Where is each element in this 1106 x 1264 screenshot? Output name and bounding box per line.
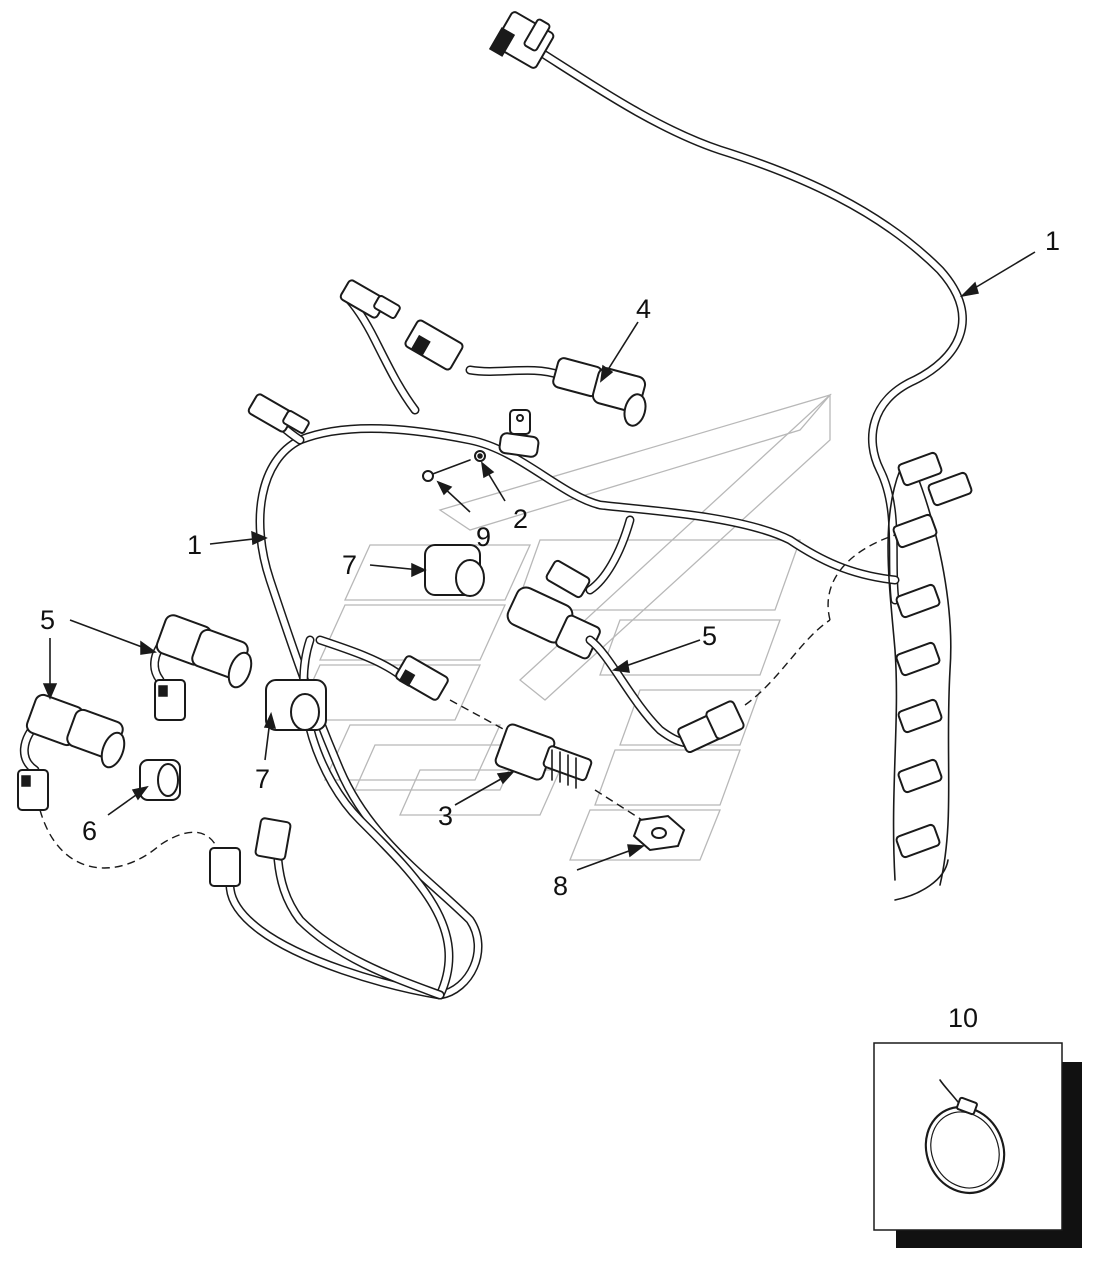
callout-7-lower: 7 xyxy=(255,764,270,794)
callout-9: 9 xyxy=(476,522,491,552)
callout-6: 6 xyxy=(82,816,97,846)
callout-3: 3 xyxy=(438,801,453,831)
sensor-3 xyxy=(494,723,651,826)
nut-8 xyxy=(632,814,686,852)
washer-2 xyxy=(474,450,486,462)
connector-mid xyxy=(545,559,591,599)
callout-5-c: 5 xyxy=(702,621,717,651)
screw-9 xyxy=(422,459,471,482)
callout-1-top: 1 xyxy=(1045,226,1060,256)
center-connector xyxy=(395,655,506,731)
sleeve-7-lower xyxy=(265,679,327,731)
callout-5-a: 5 xyxy=(40,605,55,635)
callout-10: 10 xyxy=(948,1003,978,1033)
sensor-5-upper xyxy=(150,614,253,721)
sensor-middle xyxy=(506,534,896,754)
callout-7-upper: 7 xyxy=(342,550,357,580)
callouts: 1 1 2 3 4 5 5 5 6 7 7 8 9 10 xyxy=(40,226,1060,1033)
top-connector xyxy=(488,11,555,69)
callout-8: 8 xyxy=(553,871,568,901)
callout-1-left: 1 xyxy=(187,530,202,560)
leader-lines xyxy=(42,251,1036,871)
main-harness xyxy=(225,50,967,1000)
callout-2: 2 xyxy=(513,504,528,534)
right-connector-column xyxy=(887,451,973,901)
upper-left-connectors xyxy=(247,279,464,434)
callout-4: 4 xyxy=(636,294,651,324)
sleeve-6 xyxy=(139,759,181,801)
bottom-connectors xyxy=(209,817,292,887)
sleeve-7-upper xyxy=(424,544,485,597)
sensor-4 xyxy=(552,357,647,427)
inset-cable-tie xyxy=(873,1042,1082,1248)
sensor-5-left xyxy=(17,693,126,811)
cable-tie-icon xyxy=(924,1079,1006,1195)
